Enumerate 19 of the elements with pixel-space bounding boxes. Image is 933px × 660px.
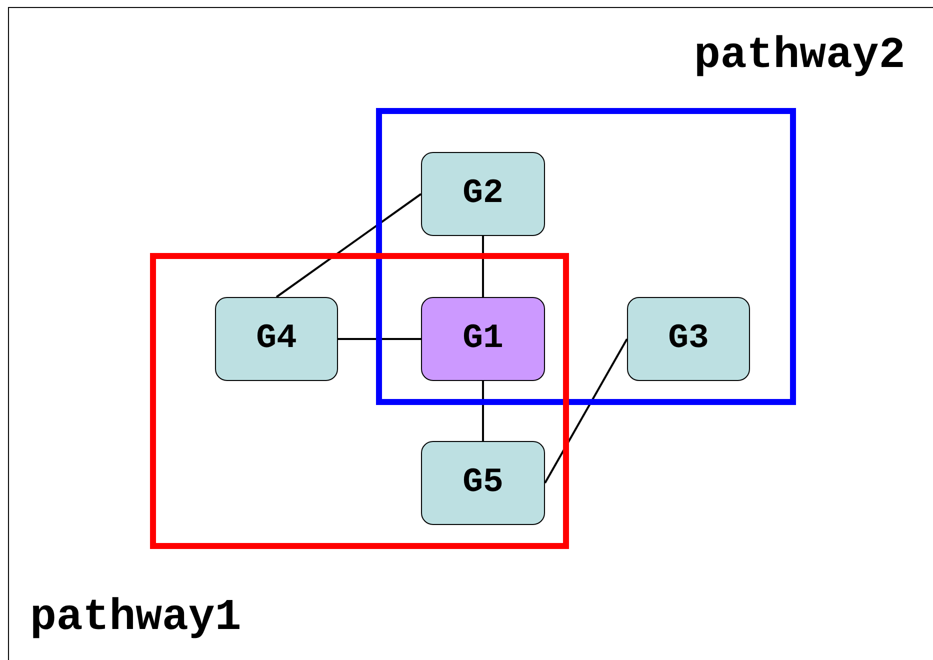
connector-line [544,338,628,484]
connector-line [482,381,484,441]
gene-label: G2 [462,177,504,211]
gene-box [421,441,545,525]
connector-line [338,338,421,340]
gene-label: G5 [462,466,504,500]
connector-line [276,193,422,298]
gene-box [421,297,545,381]
pathway-label: pathway2 [694,34,906,78]
pathway-box [376,108,796,405]
gene-label: G3 [668,322,709,356]
pathway-box [150,253,569,549]
gene-box [215,297,338,381]
connector-line [482,236,484,297]
gene-box [627,297,750,381]
gene-box [421,152,545,236]
pathway-label: pathway1 [30,596,242,640]
gene-label: G1 [462,322,504,356]
gene-label: G4 [256,322,297,356]
